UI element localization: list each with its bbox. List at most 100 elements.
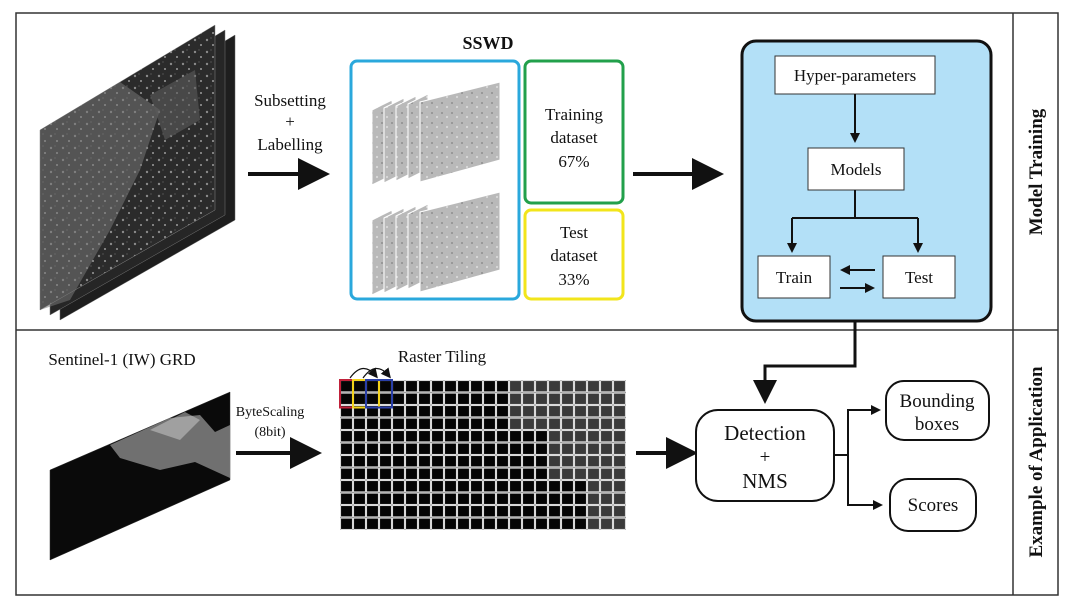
raster-tile (574, 480, 587, 493)
sswd-title: SSWD (462, 33, 513, 53)
raster-tile (392, 442, 405, 455)
training-dataset-line1: Training (545, 105, 603, 124)
bytescaling-label: ByteScaling (236, 405, 304, 420)
models-label: Models (831, 160, 882, 179)
test-dataset-pct: 33% (558, 270, 589, 289)
raster-tile (457, 392, 470, 405)
raster-tile (509, 517, 522, 530)
raster-tile (379, 505, 392, 518)
raster-tile (444, 392, 457, 405)
raster-tile (509, 392, 522, 405)
raster-tile (418, 442, 431, 455)
test-dataset-line1: Test (560, 223, 588, 242)
raster-tile (574, 442, 587, 455)
raster-tile (379, 430, 392, 443)
raster-tile (483, 392, 496, 405)
raster-tile (444, 492, 457, 505)
sswd-image-chips-top (371, 81, 501, 186)
raster-tile (574, 392, 587, 405)
raster-tile (600, 430, 613, 443)
arrow-to-bounding-boxes (847, 405, 881, 455)
raster-tile-grid (339, 379, 626, 530)
tiling-sweep-arcs (349, 367, 391, 379)
raster-tile (405, 455, 418, 468)
models-box (807, 147, 905, 191)
bounding-boxes-box (885, 380, 990, 441)
raster-tile (587, 455, 600, 468)
raster-tile (444, 380, 457, 393)
raster-tile (574, 417, 587, 430)
raster-tile (496, 467, 509, 480)
raster-tile (587, 417, 600, 430)
raster-tile (405, 442, 418, 455)
raster-tile (496, 505, 509, 518)
raster-tile (496, 380, 509, 393)
raster-tile (470, 480, 483, 493)
raster-tile (613, 392, 626, 405)
raster-tile (353, 467, 366, 480)
raster-tile (353, 442, 366, 455)
raster-tile (457, 467, 470, 480)
raster-tile (561, 442, 574, 455)
test-box (882, 255, 956, 299)
raster-tile (509, 467, 522, 480)
raster-tile (340, 467, 353, 480)
raster-tile (340, 505, 353, 518)
raster-tile (613, 467, 626, 480)
raster-tile (353, 492, 366, 505)
subsetting-text: Subsetting (254, 91, 326, 110)
training-dataset-pct: 67% (558, 152, 589, 171)
raster-tiling-label: Raster Tiling (398, 347, 487, 366)
raster-tile (483, 455, 496, 468)
raster-tile (431, 405, 444, 418)
raster-tile (405, 467, 418, 480)
raster-tile (457, 405, 470, 418)
raster-tile (444, 455, 457, 468)
raster-tile (561, 430, 574, 443)
raster-tile (600, 505, 613, 518)
raster-tile (418, 467, 431, 480)
raster-tile (574, 517, 587, 530)
raster-tile (366, 492, 379, 505)
eightbit-label: (8bit) (254, 425, 285, 440)
raster-tile (405, 392, 418, 405)
raster-tile (444, 505, 457, 518)
raster-tile (340, 417, 353, 430)
scores-box (889, 478, 977, 532)
raster-tile (457, 430, 470, 443)
raster-tile (418, 517, 431, 530)
sentinel-image (49, 391, 231, 561)
raster-tile (600, 480, 613, 493)
raster-tile (340, 405, 353, 418)
raster-tile (522, 467, 535, 480)
detection-plus: + (760, 447, 771, 468)
raster-tile (457, 492, 470, 505)
sswd-image-chips-bottom (371, 191, 501, 296)
raster-tile (392, 380, 405, 393)
raster-tile (340, 442, 353, 455)
raster-tile (509, 405, 522, 418)
raster-tile (340, 492, 353, 505)
raster-tile (340, 455, 353, 468)
raster-tile (561, 517, 574, 530)
raster-tile (613, 455, 626, 468)
raster-tile (366, 480, 379, 493)
raster-tile (379, 517, 392, 530)
raster-tile (587, 480, 600, 493)
raster-tile (405, 505, 418, 518)
raster-tile (392, 392, 405, 405)
raster-tile (535, 392, 548, 405)
raster-tile (379, 480, 392, 493)
raster-tile (483, 405, 496, 418)
raster-tile (379, 455, 392, 468)
raster-tile (613, 517, 626, 530)
raster-tile (600, 380, 613, 393)
raster-tile (587, 492, 600, 505)
raster-tile (470, 517, 483, 530)
raster-tile (379, 492, 392, 505)
raster-tile (574, 492, 587, 505)
raster-tile (496, 392, 509, 405)
raster-tile (522, 455, 535, 468)
raster-tile (522, 480, 535, 493)
sliding-window-highlight (365, 379, 393, 409)
